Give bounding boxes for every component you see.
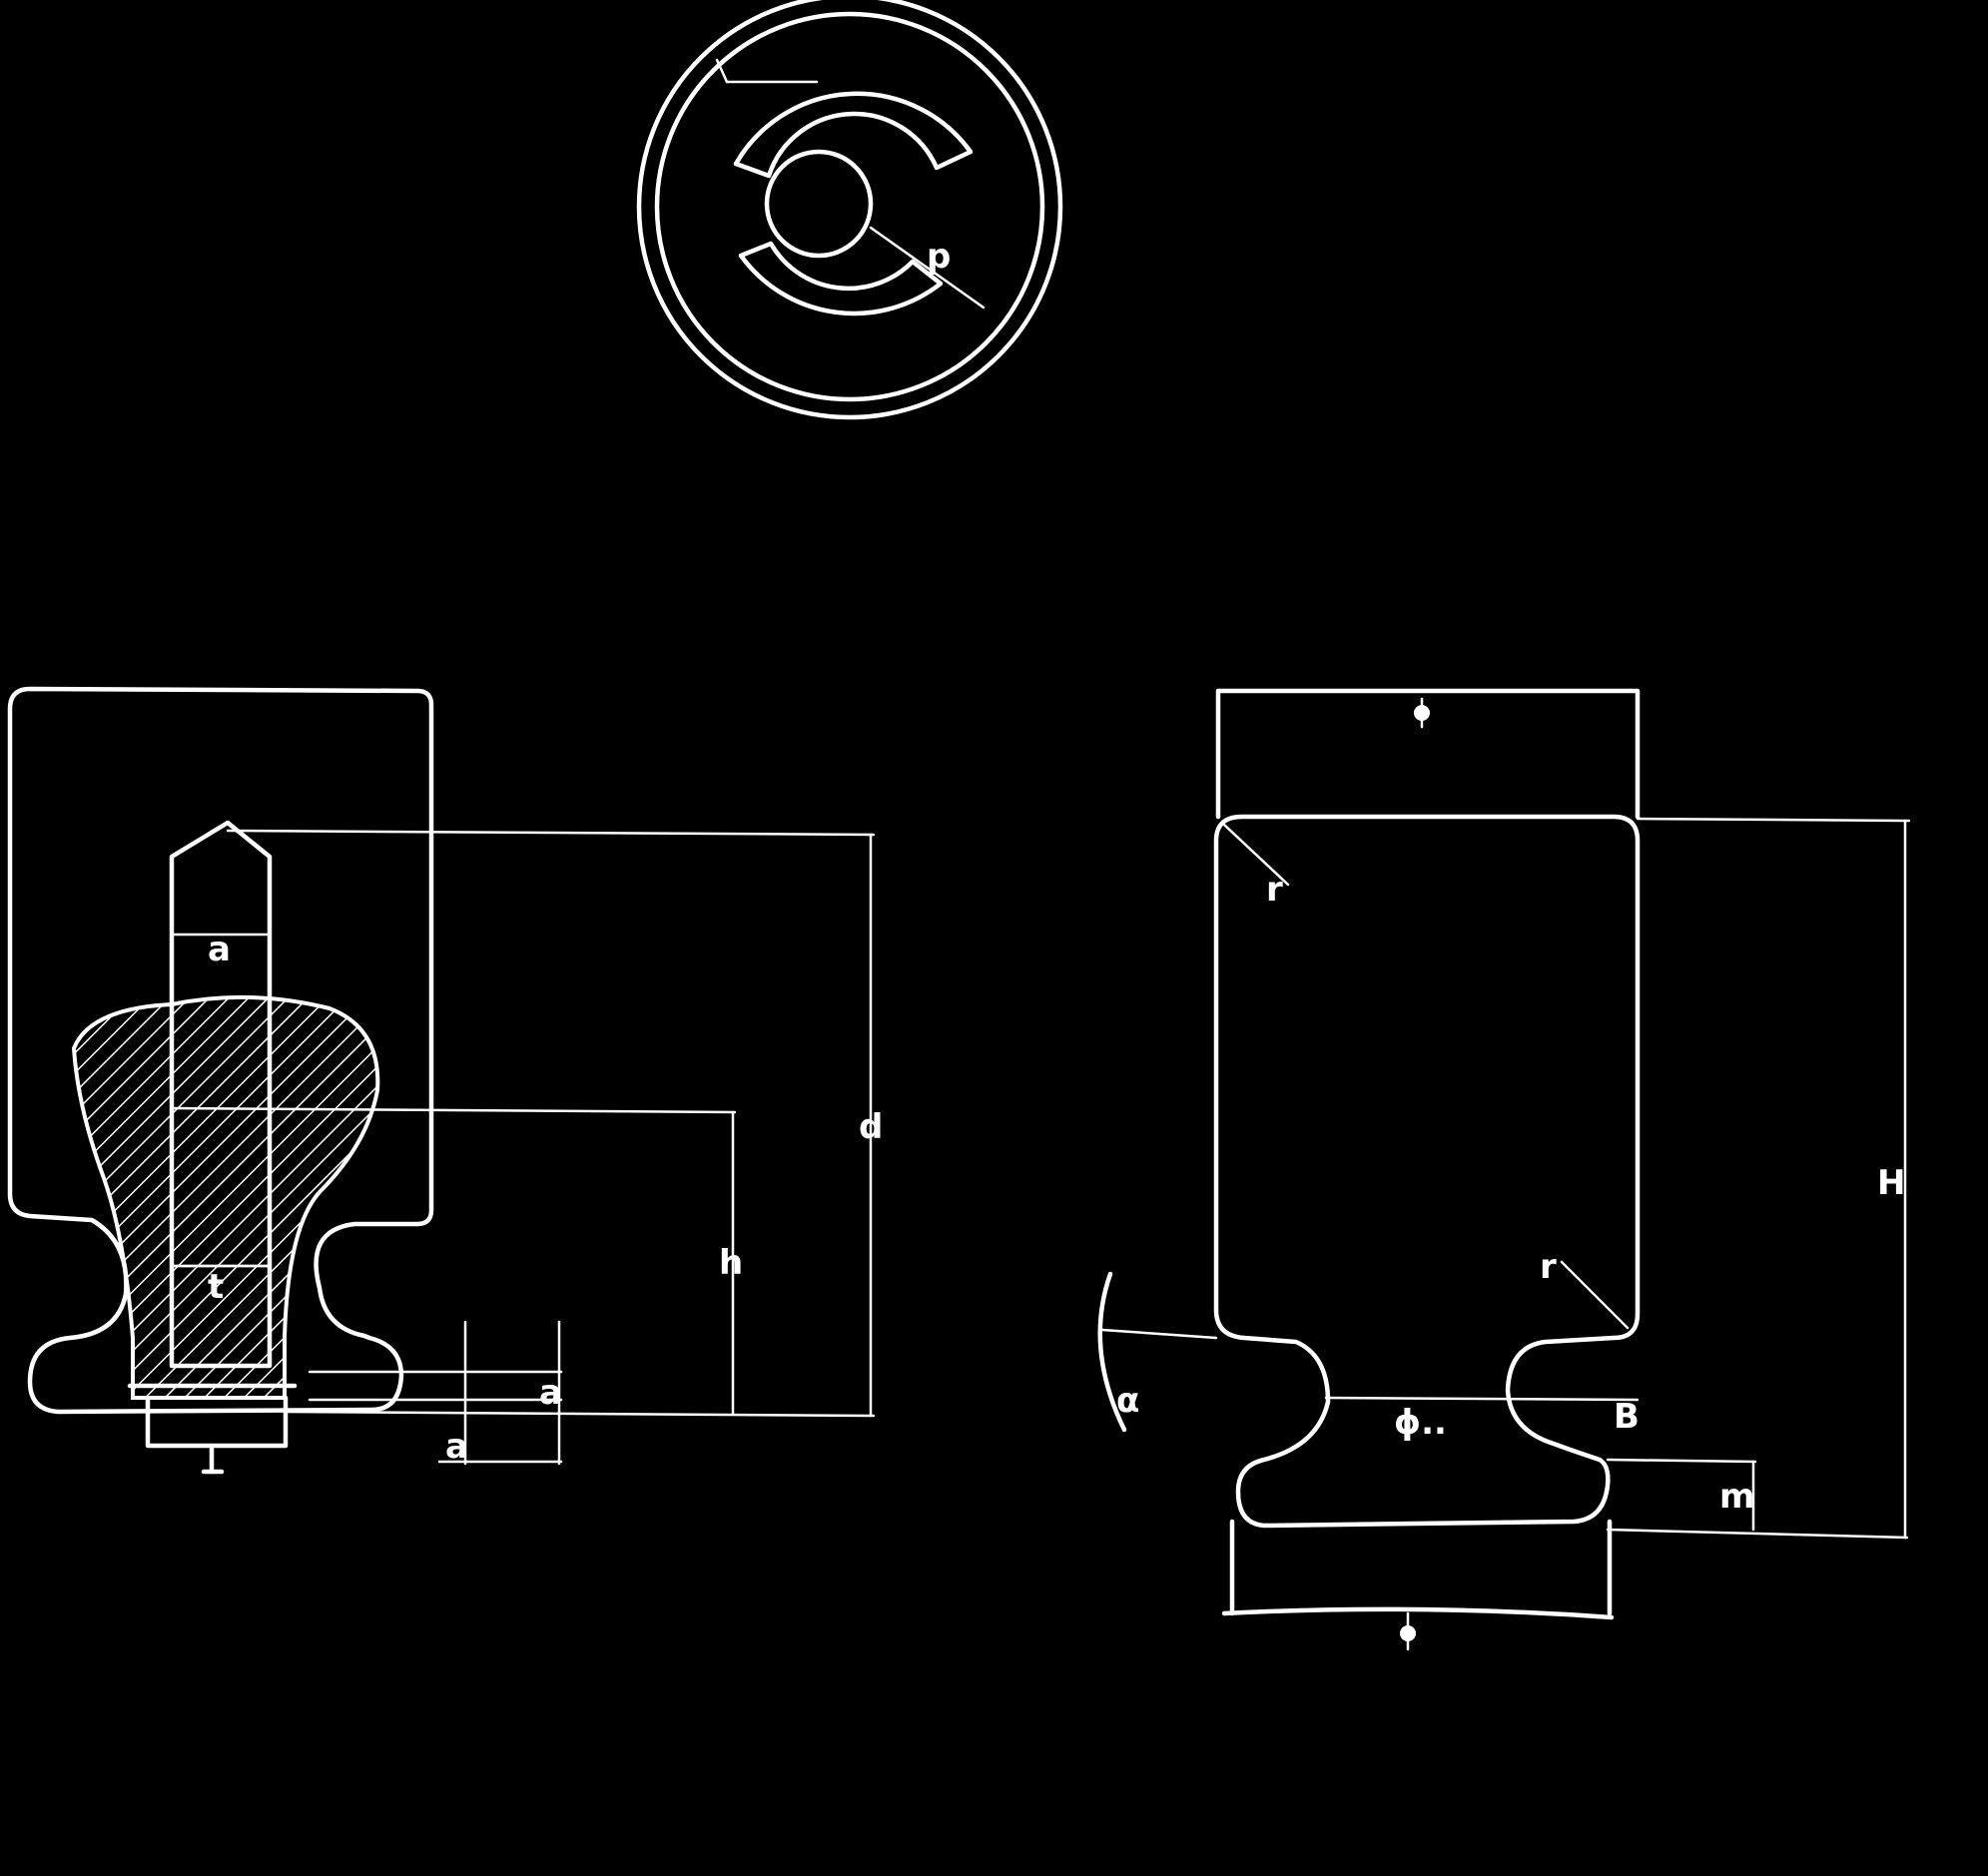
pin-width-label: a <box>208 930 231 969</box>
dim-ext-bottom <box>284 1410 876 1418</box>
base-band <box>1221 1519 1615 1620</box>
dim-ext-base-top <box>1606 1458 1757 1464</box>
insulator-body-outline <box>7 686 434 1415</box>
top-band <box>1215 688 1641 820</box>
neck-width-label: B <box>1614 1397 1640 1437</box>
angle-label: α <box>1116 1381 1139 1421</box>
insertion-depth-label: h <box>719 1243 743 1283</box>
top-leader-line-2 <box>715 58 729 84</box>
pin-base-plate <box>145 1395 289 1449</box>
corner-radius-leader-bottom <box>1560 1260 1630 1330</box>
overall-height-label: H <box>1877 1163 1905 1203</box>
top-view-radius-label: p <box>927 237 951 277</box>
dim-ext-insertion <box>170 1106 737 1114</box>
base-thickness-label-2: a <box>445 1427 468 1467</box>
angle-leader <box>1100 1328 1218 1340</box>
neck-diameter-label: ϕ.. <box>1394 1403 1447 1443</box>
metal-pin <box>169 820 273 1369</box>
inner-rim-circle <box>654 11 1045 402</box>
elevation-view: r r ϕ.. B H m α <box>1097 688 1911 1651</box>
radius-dimension-line <box>869 226 986 310</box>
base-thickness-label-1: a <box>539 1373 562 1413</box>
pin-hole-circle <box>764 149 874 259</box>
section-view: a d h t a a <box>7 686 883 1475</box>
outer-rim-circle <box>636 0 1063 420</box>
upper-slot-segment <box>733 91 974 179</box>
cement-core-section <box>71 994 380 1400</box>
top-view: p <box>636 0 1063 420</box>
shed-body-outline <box>1213 814 1641 1529</box>
base-height-label: m <box>1719 1477 1754 1517</box>
neck-diameter-line <box>1324 1396 1640 1402</box>
corner-radius-label-bottom: r <box>1540 1247 1557 1287</box>
dim-ext-top-right <box>1636 817 1911 823</box>
lower-slot-segment <box>738 241 944 316</box>
corner-radius-label-top: r <box>1266 870 1283 910</box>
corner-radius-leader-top <box>1222 823 1290 887</box>
dim-ext-pin-top <box>226 829 876 837</box>
dim-ext-bottom-right <box>1606 1528 1909 1540</box>
thread-diameter-label: t <box>208 1267 224 1307</box>
angle-arc <box>1097 1271 1127 1433</box>
pin-length-label: d <box>859 1107 883 1147</box>
